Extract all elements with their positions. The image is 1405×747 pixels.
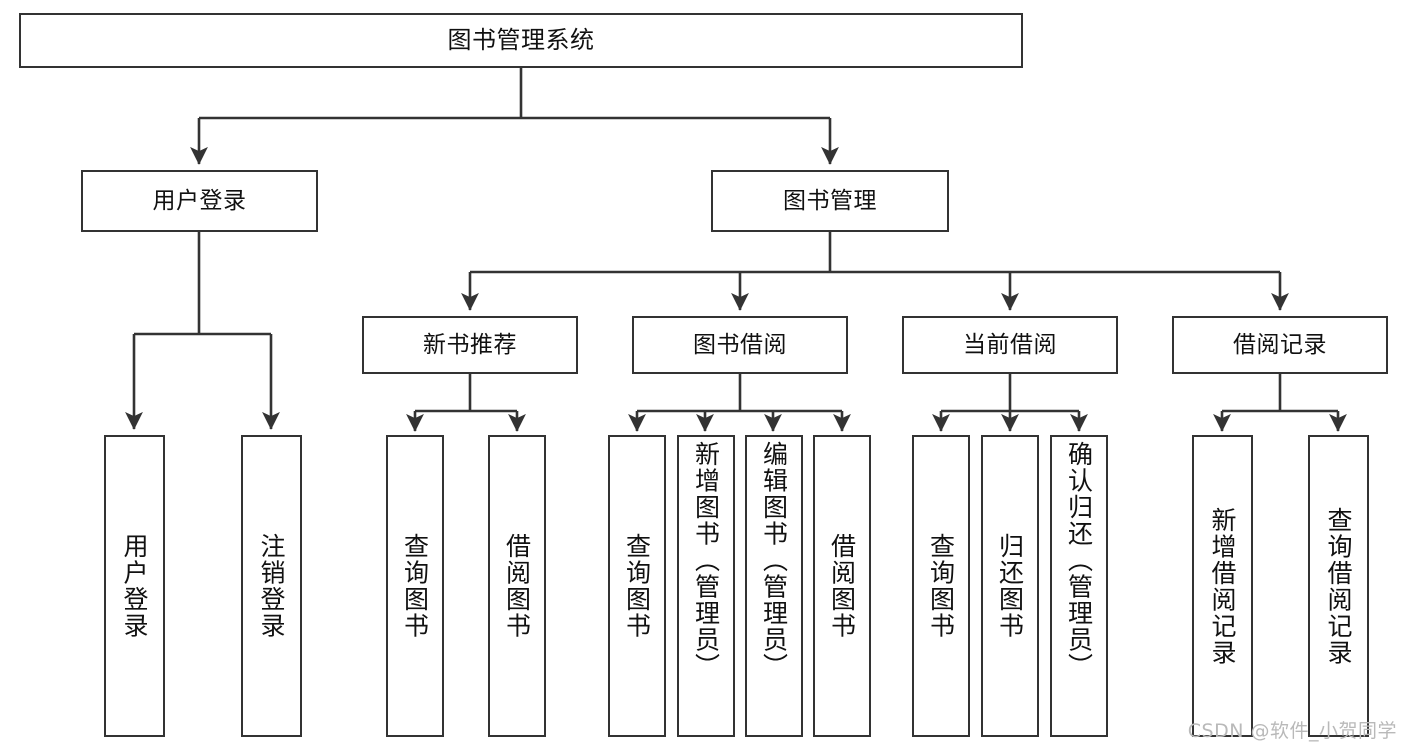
node-label: 借阅图书	[827, 533, 857, 639]
leaf-confirm-return-admin[interactable]: 确认归还（管理员）	[1050, 435, 1108, 737]
node-new-book-recommendation[interactable]: 新书推荐	[362, 316, 578, 374]
node-label: 编辑图书（管理员）	[759, 441, 789, 680]
node-label: 图书借阅	[693, 331, 787, 358]
node-label: 借阅图书	[502, 533, 532, 639]
leaf-borrow-book[interactable]: 借阅图书	[813, 435, 871, 737]
leaf-add-book-admin[interactable]: 新增图书（管理员）	[677, 435, 735, 737]
node-label: 新增借阅记录	[1208, 506, 1237, 666]
leaf-logout[interactable]: 注销登录	[241, 435, 302, 737]
node-label: 归还图书	[995, 533, 1025, 639]
node-label: 查询图书	[622, 533, 652, 639]
csdn-watermark: CSDN @软件_小贺同学	[1187, 720, 1397, 742]
leaf-borrow-book-recommend[interactable]: 借阅图书	[488, 435, 546, 737]
leaf-query-book-current[interactable]: 查询图书	[912, 435, 970, 737]
node-label: 查询借阅记录	[1324, 506, 1353, 666]
node-book-management-system[interactable]: 图书管理系统	[19, 13, 1023, 68]
leaf-query-book-recommend[interactable]: 查询图书	[386, 435, 444, 737]
leaf-query-book-borrow[interactable]: 查询图书	[608, 435, 666, 737]
leaf-add-borrow-record[interactable]: 新增借阅记录	[1192, 435, 1253, 737]
node-label: 查询图书	[400, 533, 430, 639]
node-label: 注销登录	[257, 533, 286, 639]
node-label: 图书管理系统	[447, 25, 595, 54]
node-book-borrowing[interactable]: 图书借阅	[632, 316, 848, 374]
leaf-return-book[interactable]: 归还图书	[981, 435, 1039, 737]
node-label: 用户登录	[152, 187, 247, 214]
leaf-user-login[interactable]: 用户登录	[104, 435, 165, 737]
node-book-management[interactable]: 图书管理	[711, 170, 949, 232]
node-label: 当前借阅	[963, 331, 1057, 358]
node-label: 新增图书（管理员）	[691, 441, 721, 680]
node-label: 借阅记录	[1233, 331, 1327, 358]
node-current-borrowing[interactable]: 当前借阅	[902, 316, 1118, 374]
node-label: 查询图书	[926, 533, 956, 639]
node-label: 图书管理	[783, 187, 877, 214]
node-borrowing-records[interactable]: 借阅记录	[1172, 316, 1388, 374]
leaf-edit-book-admin[interactable]: 编辑图书（管理员）	[745, 435, 803, 737]
node-user-login[interactable]: 用户登录	[81, 170, 318, 232]
leaf-query-borrow-record[interactable]: 查询借阅记录	[1308, 435, 1369, 737]
node-label: 新书推荐	[423, 331, 517, 358]
node-label: 确认归还（管理员）	[1064, 441, 1094, 680]
node-label: 用户登录	[120, 533, 149, 639]
